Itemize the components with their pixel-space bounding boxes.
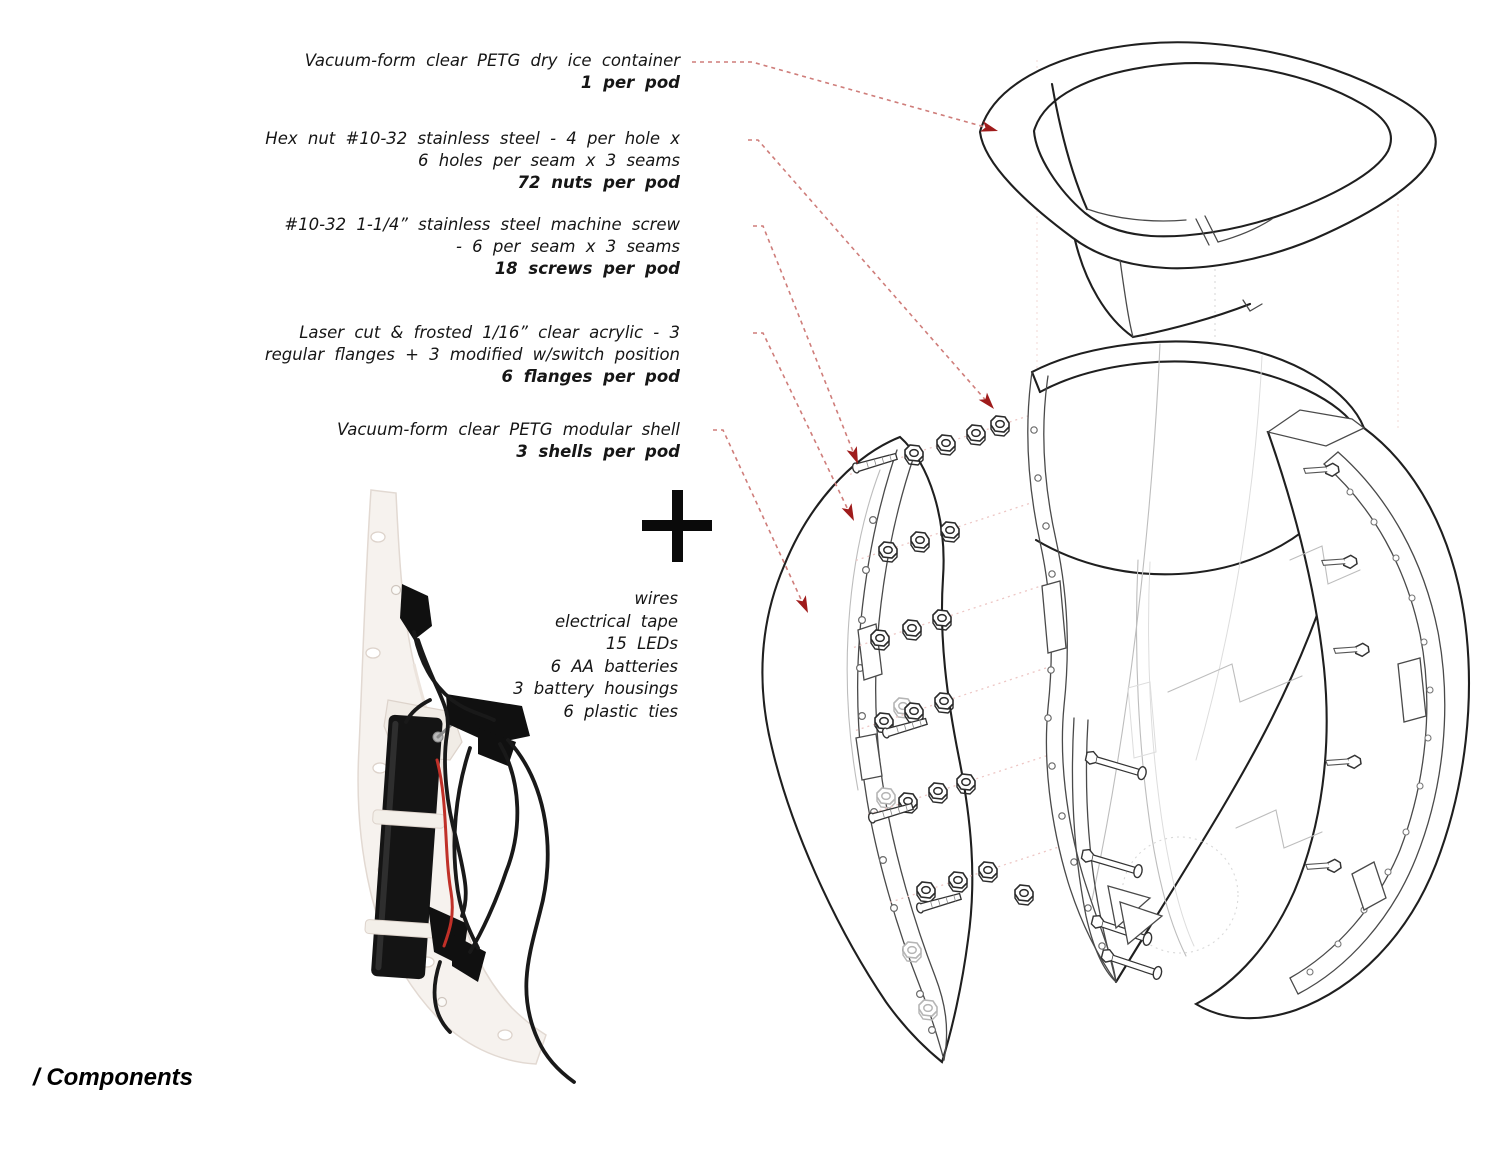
annotation-count: 18 screws per pod (494, 259, 680, 278)
list-item: 6 AA batteries (550, 656, 678, 676)
annotation-line: Vacuum-form clear PETG modular shell (337, 420, 680, 439)
annotation-count: 6 flanges per pod (501, 367, 680, 386)
annotation-line: Laser cut & frosted 1/16” clear acrylic … (299, 323, 680, 342)
leader-arrow-screw (846, 446, 858, 464)
annotation-machine-screw: #10-32 1-1/4” stainless steel machine sc… (284, 214, 680, 280)
annotation-count: 3 shells per pod (516, 442, 680, 461)
red-wire-photo (435, 758, 454, 948)
annotation-line: Hex nut #10-32 stainless steel - 4 per h… (265, 129, 680, 148)
list-item: 15 LEDs (605, 634, 678, 653)
plus-icon (642, 490, 712, 562)
modular-shell-center-drawing (1027, 340, 1366, 984)
electronics-list: wires electrical tape 15 LEDs 6 AA batte… (513, 588, 678, 723)
annotation-line: 6 holes per seam x 3 seams (418, 151, 680, 170)
annotation-line: - 6 per seam x 3 seams (455, 237, 680, 256)
annotation-line: regular flanges + 3 modified w/switch po… (264, 345, 680, 364)
battery-housing-photo (364, 714, 446, 980)
list-item: 3 battery housings (513, 679, 678, 698)
wired-flange-photo (357, 489, 576, 1084)
wires-photo (404, 630, 576, 1084)
annotation-line: #10-32 1-1/4” stainless steel machine sc… (284, 215, 680, 234)
list-item: wires (634, 589, 678, 608)
annotation-acrylic-flange: Laser cut & frosted 1/16” clear acrylic … (265, 322, 680, 388)
dry-ice-container-drawing (978, 41, 1437, 339)
list-item: 6 plastic ties (563, 701, 678, 721)
annotation-count: 1 per pod (580, 73, 680, 92)
leader-arrow-flange (841, 503, 854, 521)
list-item: electrical tape (554, 611, 678, 631)
leader-arrow-shell (795, 595, 808, 613)
leader-arrow-hex-nut (978, 392, 994, 409)
annotation-dry-ice-container: Vacuum-form clear PETG dry ice container… (305, 50, 680, 94)
leader-lines (692, 61, 998, 613)
annotation-modular-shell: Vacuum-form clear PETG modular shell 3 s… (337, 419, 680, 463)
leader-arrow-container (980, 121, 998, 132)
modular-shell-right-drawing (1167, 409, 1470, 1020)
page-title: / Components (33, 1064, 193, 1091)
annotation-count: 72 nuts per pod (517, 173, 681, 192)
annotation-line: Vacuum-form clear PETG dry ice container (304, 51, 680, 70)
annotation-hex-nut: Hex nut #10-32 stainless steel - 4 per h… (265, 128, 680, 194)
